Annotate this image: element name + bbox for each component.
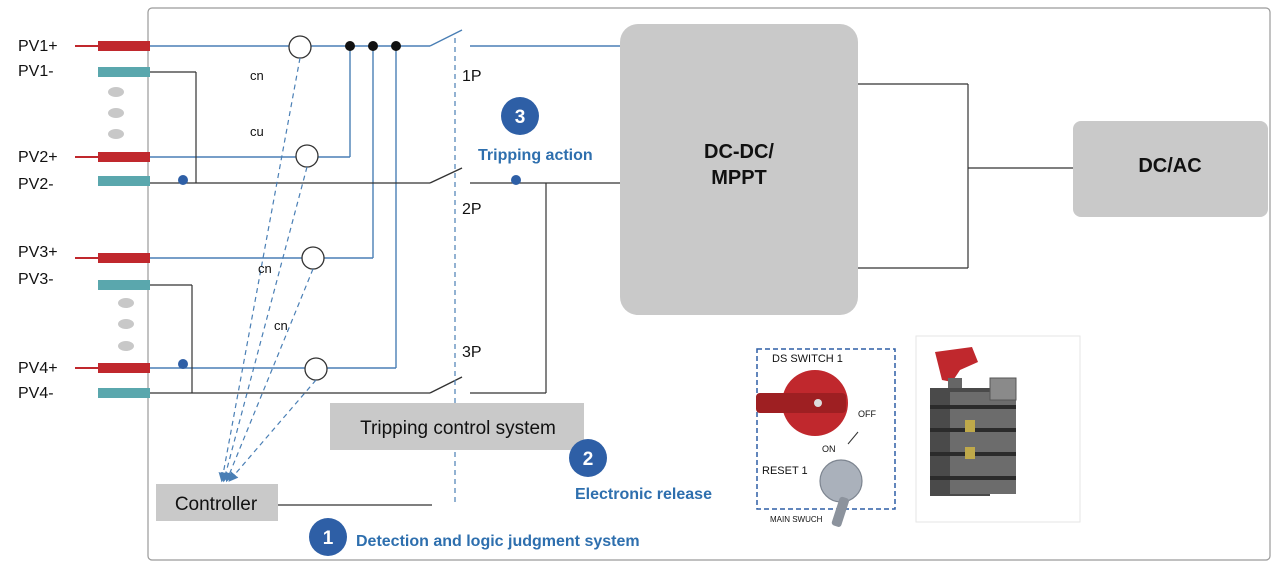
- pv3-minus-label: PV3-: [18, 271, 54, 288]
- pv3-plus-connector: [98, 253, 150, 263]
- dcdc-mppt-block: [620, 24, 858, 315]
- controller-label: Controller: [175, 494, 258, 515]
- controller-box: [156, 484, 278, 521]
- step-3-number: 3: [515, 107, 526, 128]
- negative-wires: [150, 71, 1073, 506]
- pv2-plus-label: PV2+: [18, 149, 58, 166]
- sensor-2: [295, 144, 319, 168]
- pole-3p-label: 3P: [462, 344, 482, 361]
- step-1-badge: [309, 518, 347, 556]
- pv4-minus-label: PV4-: [18, 385, 54, 402]
- sensor-1: [288, 35, 312, 59]
- sensor-signal-lines: [218, 57, 317, 483]
- reset-dial-icon: [819, 459, 863, 503]
- step-1-number: 1: [323, 528, 334, 549]
- ds-switch-panel: DS SWITCH 1 OFF ON RESET 1 MAIN SWUCH: [756, 348, 896, 527]
- pv-connectors: [75, 41, 150, 398]
- step-2-label: Electronic release: [575, 486, 712, 503]
- product-knob-icon: [935, 347, 978, 382]
- pv4-plus-connector: [98, 363, 150, 373]
- sensor-label-4: cn: [274, 318, 288, 333]
- dcdc-label-line1: DC-DC/: [704, 141, 774, 163]
- current-sensors: [288, 35, 328, 381]
- off-label: OFF: [858, 409, 876, 419]
- step-2-number: 2: [583, 449, 594, 470]
- step-3: 3 Tripping action: [478, 97, 593, 164]
- ds-switch-frame: [756, 348, 896, 510]
- step-2-badge: [569, 439, 607, 477]
- step-3-badge: [501, 97, 539, 135]
- pv2-minus-label: PV2-: [18, 176, 54, 193]
- pv2-plus-connector: [98, 152, 150, 162]
- sensor-label-3: cn: [258, 261, 272, 276]
- ds-switch-title: DS SWITCH 1: [772, 353, 843, 365]
- pv4-minus-connector: [98, 388, 150, 398]
- sensor-labels: cn cu cn cn: [250, 68, 288, 333]
- reset-label: RESET 1: [762, 465, 808, 477]
- step-3-label: Tripping action: [478, 147, 593, 164]
- pv3-minus-connector: [98, 280, 150, 290]
- pole-1p-label: 1P: [462, 68, 482, 85]
- junction-dots: [345, 41, 401, 51]
- sensor-label-2: cu: [250, 124, 264, 139]
- sensor-3: [301, 246, 325, 270]
- pv4-plus-label: PV4+: [18, 360, 58, 377]
- dcac-label: DC/AC: [1138, 155, 1201, 177]
- pv1-plus-connector: [98, 41, 150, 51]
- pole-2p-label: 2P: [462, 201, 482, 218]
- pole-switches: [429, 29, 463, 394]
- on-off-arrow-icon: [847, 431, 859, 445]
- pv2-minus-connector: [98, 176, 150, 186]
- step-1: 1 Detection and logic judgment system: [309, 518, 640, 556]
- pv-labels: PV1+ PV1- PV2+ PV2- PV3+ PV3- PV4+ PV4-: [18, 38, 58, 402]
- on-label: ON: [822, 444, 836, 454]
- tripping-control-box: [330, 403, 584, 450]
- step-2: 2 Electronic release: [569, 439, 712, 503]
- knob-handle: [756, 393, 846, 413]
- tripping-control-label: Tripping control system: [360, 418, 556, 439]
- dcdc-label-line2: MPPT: [711, 167, 767, 189]
- blue-dots: [178, 175, 521, 369]
- sensor-label-1: cn: [250, 68, 264, 83]
- pv1-minus-connector: [98, 67, 150, 77]
- dcac-block: [1073, 121, 1268, 217]
- ellipsis-dots: [108, 87, 134, 351]
- pv1-plus-label: PV1+: [18, 38, 58, 55]
- sensor-4: [304, 357, 328, 381]
- positive-wires: [150, 45, 620, 369]
- main-switch-label: MAIN SWUCH: [770, 515, 823, 524]
- pv1-minus-label: PV1-: [18, 63, 54, 80]
- switch-product-image: [915, 335, 1081, 523]
- pv3-plus-label: PV3+: [18, 244, 58, 261]
- step-1-label: Detection and logic judgment system: [356, 533, 640, 550]
